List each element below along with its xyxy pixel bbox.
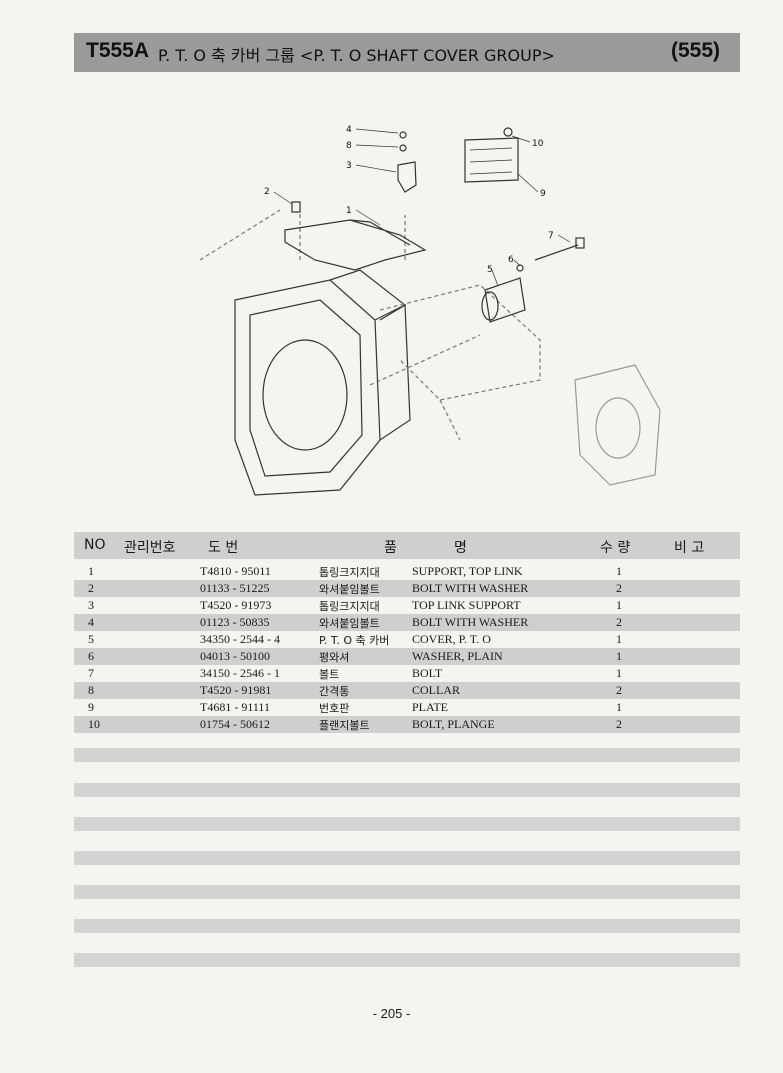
- row-qty: 1: [616, 649, 622, 663]
- header-no: NO: [84, 537, 106, 553]
- row-english-name: TOP LINK SUPPORT: [412, 598, 521, 612]
- callout-7: 7: [548, 231, 554, 241]
- row-korean-name: 와셔붙임볼트: [319, 617, 380, 630]
- section-code: (555): [670, 39, 720, 62]
- header-name: 명: [454, 540, 467, 556]
- blank-row-stripe: [74, 851, 740, 865]
- page-title: P. T. O 축 카버 그룹 <P. T. O SHAFT COVER GRO…: [158, 46, 555, 65]
- row-part-number: 34150 - 2546 - 1: [200, 666, 280, 680]
- row-korean-name: 평와셔: [319, 651, 350, 664]
- row-qty: 1: [616, 666, 622, 680]
- table-row: 9 T4681 - 91111 번호판 PLATE 1: [74, 699, 740, 716]
- row-qty: 1: [616, 564, 622, 578]
- table-row: 6 04013 - 50100 평와셔 WASHER, PLAIN 1: [74, 648, 740, 665]
- row-no: 9: [88, 700, 94, 714]
- row-korean-name: P. T. O 축 카버: [319, 634, 390, 647]
- table-row: 8 T4520 - 91981 간격통 COLLAR 2: [74, 682, 740, 699]
- callout-10: 10: [532, 139, 544, 149]
- row-part-number: T4520 - 91981: [200, 683, 272, 697]
- blank-row-stripe: [74, 885, 740, 899]
- row-english-name: BOLT WITH WASHER: [412, 581, 529, 595]
- row-qty: 1: [616, 700, 622, 714]
- table-row: 7 34150 - 2546 - 1 볼트 BOLT 1: [74, 665, 740, 682]
- row-part-number: T4810 - 95011: [200, 564, 271, 578]
- blank-row-stripe: [74, 919, 740, 933]
- table-row: 4 01123 - 50835 와셔붙임볼트 BOLT WITH WASHER …: [74, 614, 740, 631]
- row-english-name: PLATE: [412, 700, 448, 714]
- exploded-parts-diagram: 4 8 3 2 1 10 9 7 6 5: [199, 125, 661, 496]
- page-header: T555A P. T. O 축 카버 그룹 <P. T. O SHAFT COV…: [74, 33, 740, 72]
- table-row: 5 34350 - 2544 - 4 P. T. O 축 카버 COVER, P…: [74, 631, 740, 648]
- header-qty: 수 량: [600, 540, 631, 556]
- callout-5: 5: [487, 265, 493, 275]
- row-english-name: SUPPORT, TOP LINK: [412, 564, 523, 578]
- row-english-name: COVER, P. T. O: [412, 632, 491, 646]
- row-no: 4: [88, 615, 94, 629]
- row-korean-name: 톱링크지지대: [319, 566, 380, 579]
- row-no: 8: [88, 683, 94, 697]
- row-no: 3: [88, 598, 94, 612]
- row-korean-name: 번호판: [319, 702, 350, 715]
- row-english-name: BOLT: [412, 666, 443, 680]
- header-item: 품: [384, 540, 397, 556]
- row-part-number: 01123 - 50835: [200, 615, 270, 629]
- blank-row-stripe: [74, 953, 740, 967]
- row-korean-name: 톱링크지지대: [319, 600, 380, 613]
- row-qty: 1: [616, 598, 622, 612]
- callout-2: 2: [264, 187, 270, 197]
- table-row: 2 01133 - 51225 와셔붙임볼트 BOLT WITH WASHER …: [74, 580, 740, 597]
- row-part-number: 34350 - 2544 - 4: [200, 632, 280, 646]
- row-no: 2: [88, 581, 94, 595]
- row-qty: 2: [616, 581, 622, 595]
- header-mgmt-number: 관리번호: [124, 540, 176, 556]
- header-remark: 비 고: [674, 540, 705, 556]
- row-qty: 2: [616, 717, 622, 731]
- callout-1: 1: [346, 206, 352, 216]
- parts-table: 1 T4810 - 95011 톱링크지지대 SUPPORT, TOP LINK…: [74, 563, 740, 733]
- blank-row-stripe: [74, 783, 740, 797]
- row-qty: 2: [616, 615, 622, 629]
- row-qty: 1: [616, 632, 622, 646]
- row-part-number: 01133 - 51225: [200, 581, 270, 595]
- row-english-name: BOLT WITH WASHER: [412, 615, 529, 629]
- row-no: 6: [88, 649, 94, 663]
- row-no: 10: [88, 717, 100, 731]
- callout-6: 6: [508, 255, 514, 265]
- row-no: 5: [88, 632, 94, 646]
- table-header: NO 관리번호 도 번 품 명 수 량 비 고: [74, 532, 740, 559]
- row-part-number: T4520 - 91973: [200, 598, 272, 612]
- row-english-name: COLLAR: [412, 683, 460, 697]
- row-korean-name: 와셔붙임볼트: [319, 583, 380, 596]
- callout-8: 8: [346, 141, 352, 151]
- row-no: 1: [88, 564, 94, 578]
- blank-row-stripe: [74, 748, 740, 762]
- row-korean-name: 간격통: [319, 685, 350, 698]
- callout-3: 3: [346, 161, 352, 171]
- row-part-number: 04013 - 50100: [200, 649, 270, 663]
- row-english-name: BOLT, PLANGE: [412, 717, 495, 731]
- table-row: 3 T4520 - 91973 톱링크지지대 TOP LINK SUPPORT …: [74, 597, 740, 614]
- row-qty: 2: [616, 683, 622, 697]
- row-part-number: T4681 - 91111: [200, 700, 270, 714]
- callout-9: 9: [540, 189, 546, 199]
- callout-4: 4: [346, 125, 352, 135]
- page-number: - 205 -: [372, 1006, 411, 1021]
- model-code: T555A: [86, 39, 150, 62]
- row-korean-name: 플랜지볼트: [319, 719, 370, 732]
- row-korean-name: 볼트: [319, 668, 340, 681]
- row-part-number: 01754 - 50612: [200, 717, 270, 731]
- table-row: 1 T4810 - 95011 톱링크지지대 SUPPORT, TOP LINK…: [74, 563, 740, 580]
- row-no: 7: [88, 666, 94, 680]
- blank-row-stripe: [74, 817, 740, 831]
- table-row: 10 01754 - 50612 플랜지볼트 BOLT, PLANGE 2: [74, 716, 740, 733]
- header-drawing-number: 도 번: [208, 540, 239, 556]
- row-english-name: WASHER, PLAIN: [412, 649, 503, 663]
